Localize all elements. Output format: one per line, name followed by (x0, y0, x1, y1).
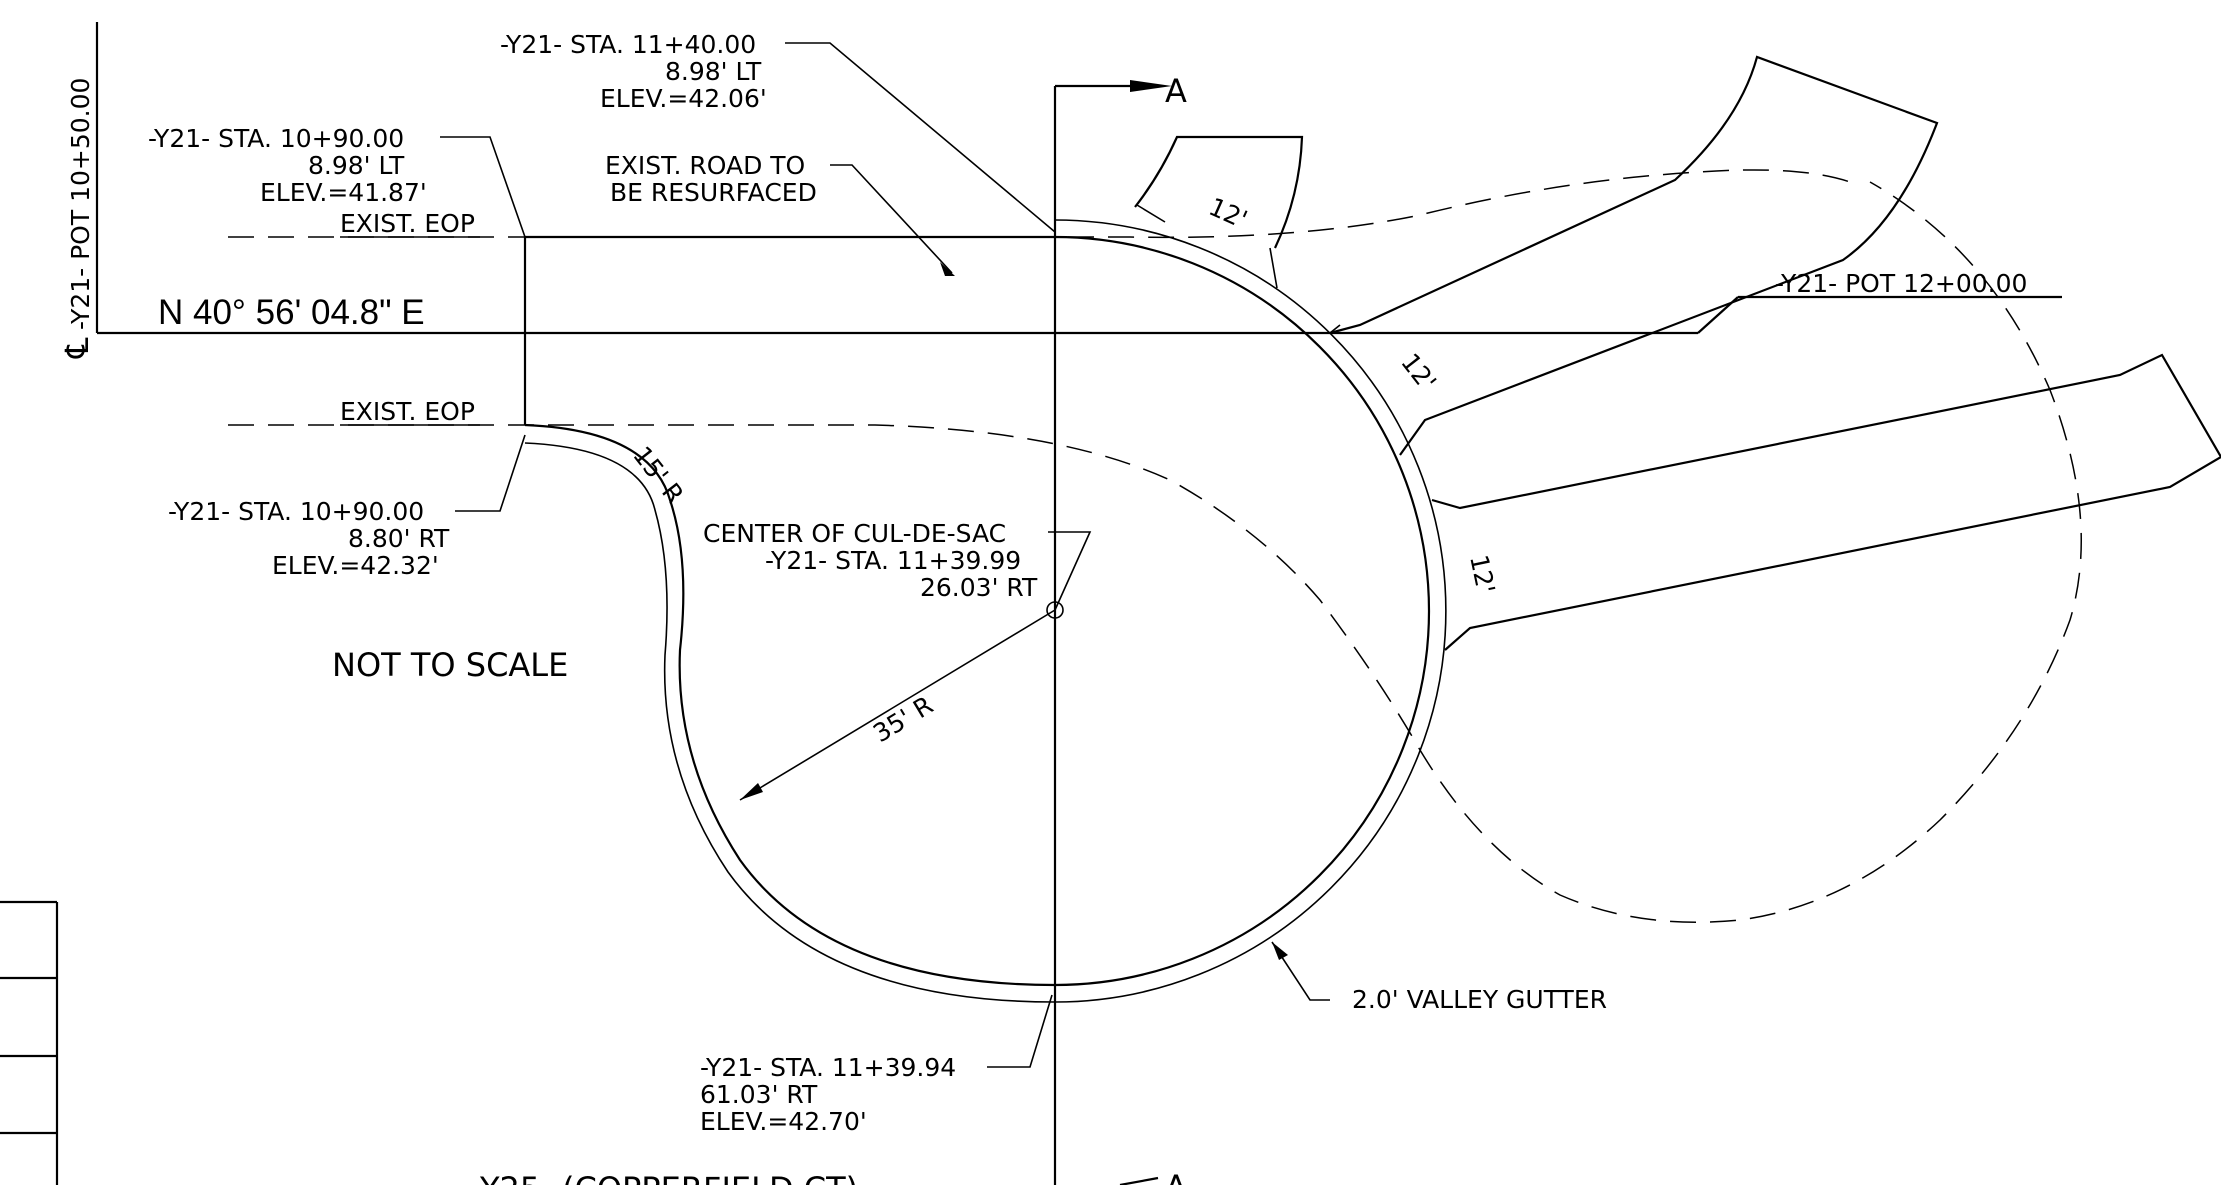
bearing-label: N 40° 56' 04.8" E (158, 293, 425, 332)
leader-valley-gutter (1271, 941, 1330, 1001)
leader-sta-1139-rt (987, 994, 1053, 1068)
road-name-label: Y25- (COPPERFIELD CT) (479, 1170, 858, 1185)
radius-35-label: 35' R (868, 690, 938, 748)
pot-right-label: -Y21- POT 12+00.00 (1775, 269, 2027, 298)
driveway-top (1134, 135, 1304, 289)
sta-1090-lt-line1: -Y21- STA. 10+90.00 (148, 124, 404, 153)
driveway-middle (1329, 55, 1939, 456)
section-a-bottom-label: A (1165, 1168, 1187, 1185)
exist-road-line2: BE RESURFACED (610, 178, 817, 207)
driveway-bottom-width: 12' (1464, 552, 1500, 596)
valley-gutter-label: 2.0' VALLEY GUTTER (1352, 985, 1607, 1014)
left-table-frame (0, 900, 59, 1185)
not-to-scale-label: NOT TO SCALE (332, 646, 568, 684)
sta-1140-lt-line3: ELEV.=42.06' (600, 84, 767, 113)
center-line3: 26.03' RT (920, 573, 1038, 602)
driveway-bottom (1431, 353, 2221, 651)
driveway-middle-width: 12' (1395, 348, 1442, 396)
radius-15-label: 15' R (627, 441, 689, 509)
leader-sta-1090-rt (455, 434, 526, 512)
exist-eop-top-label: EXIST. EOP (340, 209, 475, 238)
sta-1139-rt-line1: -Y21- STA. 11+39.94 (700, 1053, 956, 1082)
exist-eop-top-dashed (228, 169, 1851, 239)
center-line1: CENTER OF CUL-DE-SAC (703, 519, 1006, 548)
sta-1139-rt-line3: ELEV.=42.70' (700, 1107, 867, 1136)
section-a-top-label: A (1165, 72, 1187, 110)
sta-1090-rt-line2: 8.80' RT (348, 524, 450, 553)
exist-road-line1: EXIST. ROAD TO (605, 151, 805, 180)
section-line-a (1053, 80, 1172, 1185)
sta-1140-lt-line1: -Y21- STA. 11+40.00 (500, 30, 756, 59)
cul-de-sac-circle (1054, 235, 1431, 987)
driveway-top-width: 12' (1205, 192, 1252, 234)
radius-35-dimension (739, 609, 1056, 801)
sta-1090-lt-line3: ELEV.=41.87' (260, 178, 427, 207)
sta-1140-lt-line2: 8.98' LT (665, 57, 762, 86)
pot-left-label: -Y21- POT 10+50.00 (66, 78, 95, 330)
sta-1139-rt-line2: 61.03' RT (700, 1080, 818, 1109)
center-line2: -Y21- STA. 11+39.99 (765, 546, 1021, 575)
leader-exist-road (830, 164, 955, 276)
sta-1090-lt-line2: 8.98' LT (308, 151, 405, 180)
exist-eop-bottom-dashed (228, 181, 2082, 923)
leader-center (1048, 531, 1092, 611)
curb-return-15r-back (524, 442, 1056, 1003)
sta-1090-rt-line3: ELEV.=42.32' (272, 551, 439, 580)
valley-gutter-outer (1054, 219, 1447, 1003)
leader-sta-1090-lt (440, 136, 526, 238)
leader-sta-1140-lt (785, 42, 1056, 233)
curb-return-15r (524, 423, 1056, 987)
sta-1090-rt-line1: -Y21- STA. 10+90.00 (168, 497, 424, 526)
exist-eop-bottom-label: EXIST. EOP (340, 397, 475, 426)
centerline-symbol: ℄ (58, 337, 96, 359)
